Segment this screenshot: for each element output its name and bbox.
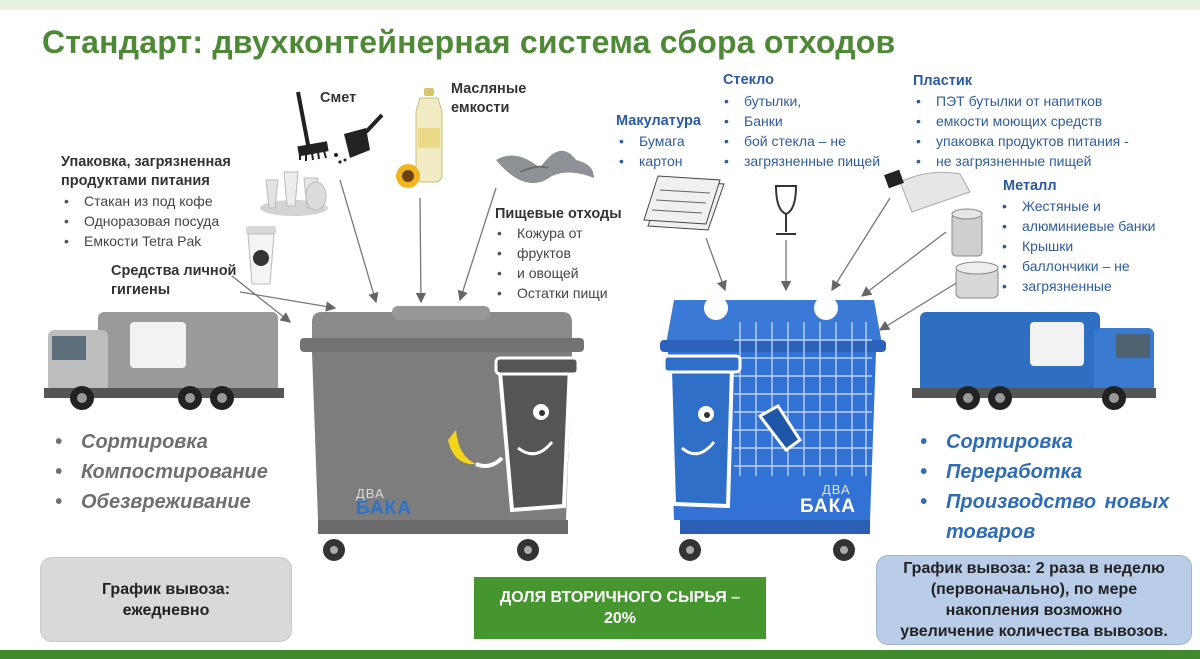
recycled-share-box: ДОЛЯ ВТОРИЧНОГО СЫРЬЯ – 20% [474,577,766,639]
list-item: Крышки [1000,236,1155,256]
glass-list: бутылки, Банки бой стекла – не загрязнен… [722,91,880,171]
metal-label: Металл [1003,178,1057,194]
broom-icon [296,91,329,161]
list-item: картон [617,151,685,171]
disposable-dishes-icon [260,171,328,216]
list-item: фруктов [495,243,608,263]
banana-peel-icon [496,150,594,184]
garbage-truck-icon [912,312,1156,410]
glass-label: Стекло [723,72,774,88]
garbage-truck-icon [44,312,284,410]
paper-list: Бумага картон [617,131,685,171]
left-process-list: Сортировка Компостирование Обезвреживани… [55,427,268,517]
list-item: Бумага [617,131,685,151]
list-item: Стакан из под кофе [62,191,219,211]
list-item: не загрязненные пищей [914,151,1129,171]
list-item: и овощей [495,263,608,283]
packaging-label: Упаковка, загрязненная продуктами питани… [61,154,231,189]
list-item: Сортировка [55,427,268,457]
tin-can-icon [951,208,999,299]
left-schedule-box: График вывоза: ежедневно [40,557,292,642]
crushed-bottle-icon [884,169,971,213]
list-item: Остатки пищи [495,283,608,303]
list-item: бутылки, [722,91,880,111]
sweep-label: Смет [320,90,357,106]
list-item: бой стекла – не [722,131,880,151]
paper-label: Макулатура [616,113,701,129]
right-schedule-box: График вывоза: 2 раза в неделю (первонач… [876,555,1192,645]
arrows-left [231,179,497,323]
list-item: Сортировка [920,427,1169,457]
wine-glass-icon [774,185,798,235]
list-item: ПЭТ бутылки от напитков [914,91,1129,111]
blue-container [660,296,886,561]
food-list: Кожура от фруктов и овощей Остатки пищи [495,223,608,303]
coffee-cup-icon [246,226,276,285]
list-item: емкости моющих средств [914,111,1129,131]
list-item: Производство новых [920,487,1169,517]
gray-container [300,306,584,561]
oil-bottle-icon [415,88,443,183]
gray-bin-brand-top: ДВА [356,486,385,501]
blue-bin-brand-top: ДВА [822,482,851,497]
plastic-list: ПЭТ бутылки от напитков емкости моющих с… [914,91,1129,171]
blue-bin-brand-bottom: БАКА [800,496,856,517]
list-item: Одноразовая посуда [62,211,219,231]
oil-label: Масляные емкости [451,81,527,116]
list-item: Компостирование [55,457,268,487]
list-item: загрязненные пищей [722,151,880,171]
list-item: Банки [722,111,880,131]
bottom-bar [0,650,1200,659]
right-process-list: Сортировка Переработка Производство новы… [920,427,1169,547]
packaging-list: Стакан из под кофе Одноразовая посуда Ем… [62,191,219,251]
arrows-right [705,197,959,331]
dustpan-icon [334,113,384,164]
list-item: алюминиевые банки [1000,216,1155,236]
list-item: загрязненные [1000,276,1155,296]
list-item: Обезвреживание [55,487,268,517]
list-item: товаров [946,521,1036,543]
list-item: Переработка [920,457,1169,487]
newspaper-icon [643,175,725,231]
food-label: Пищевые отходы [495,206,622,222]
list-item: упаковка продуктов питания - [914,131,1129,151]
gray-bin-brand-bottom: БАКА [356,498,412,519]
top-bar [0,0,1200,10]
plastic-label: Пластик [913,73,973,89]
hygiene-label: Средства личной гигиены [111,263,237,298]
page-title: Стандарт: двухконтейнерная система сбора… [42,24,896,60]
sunflower-icon [396,164,420,188]
list-item: Емкости Tetra Pak [62,231,219,251]
list-item: Жестяные и [1000,196,1155,216]
list-item: Кожура от [495,223,608,243]
list-item: баллончики – не [1000,256,1155,276]
metal-list: Жестяные и алюминиевые банки Крышки балл… [1000,196,1155,296]
